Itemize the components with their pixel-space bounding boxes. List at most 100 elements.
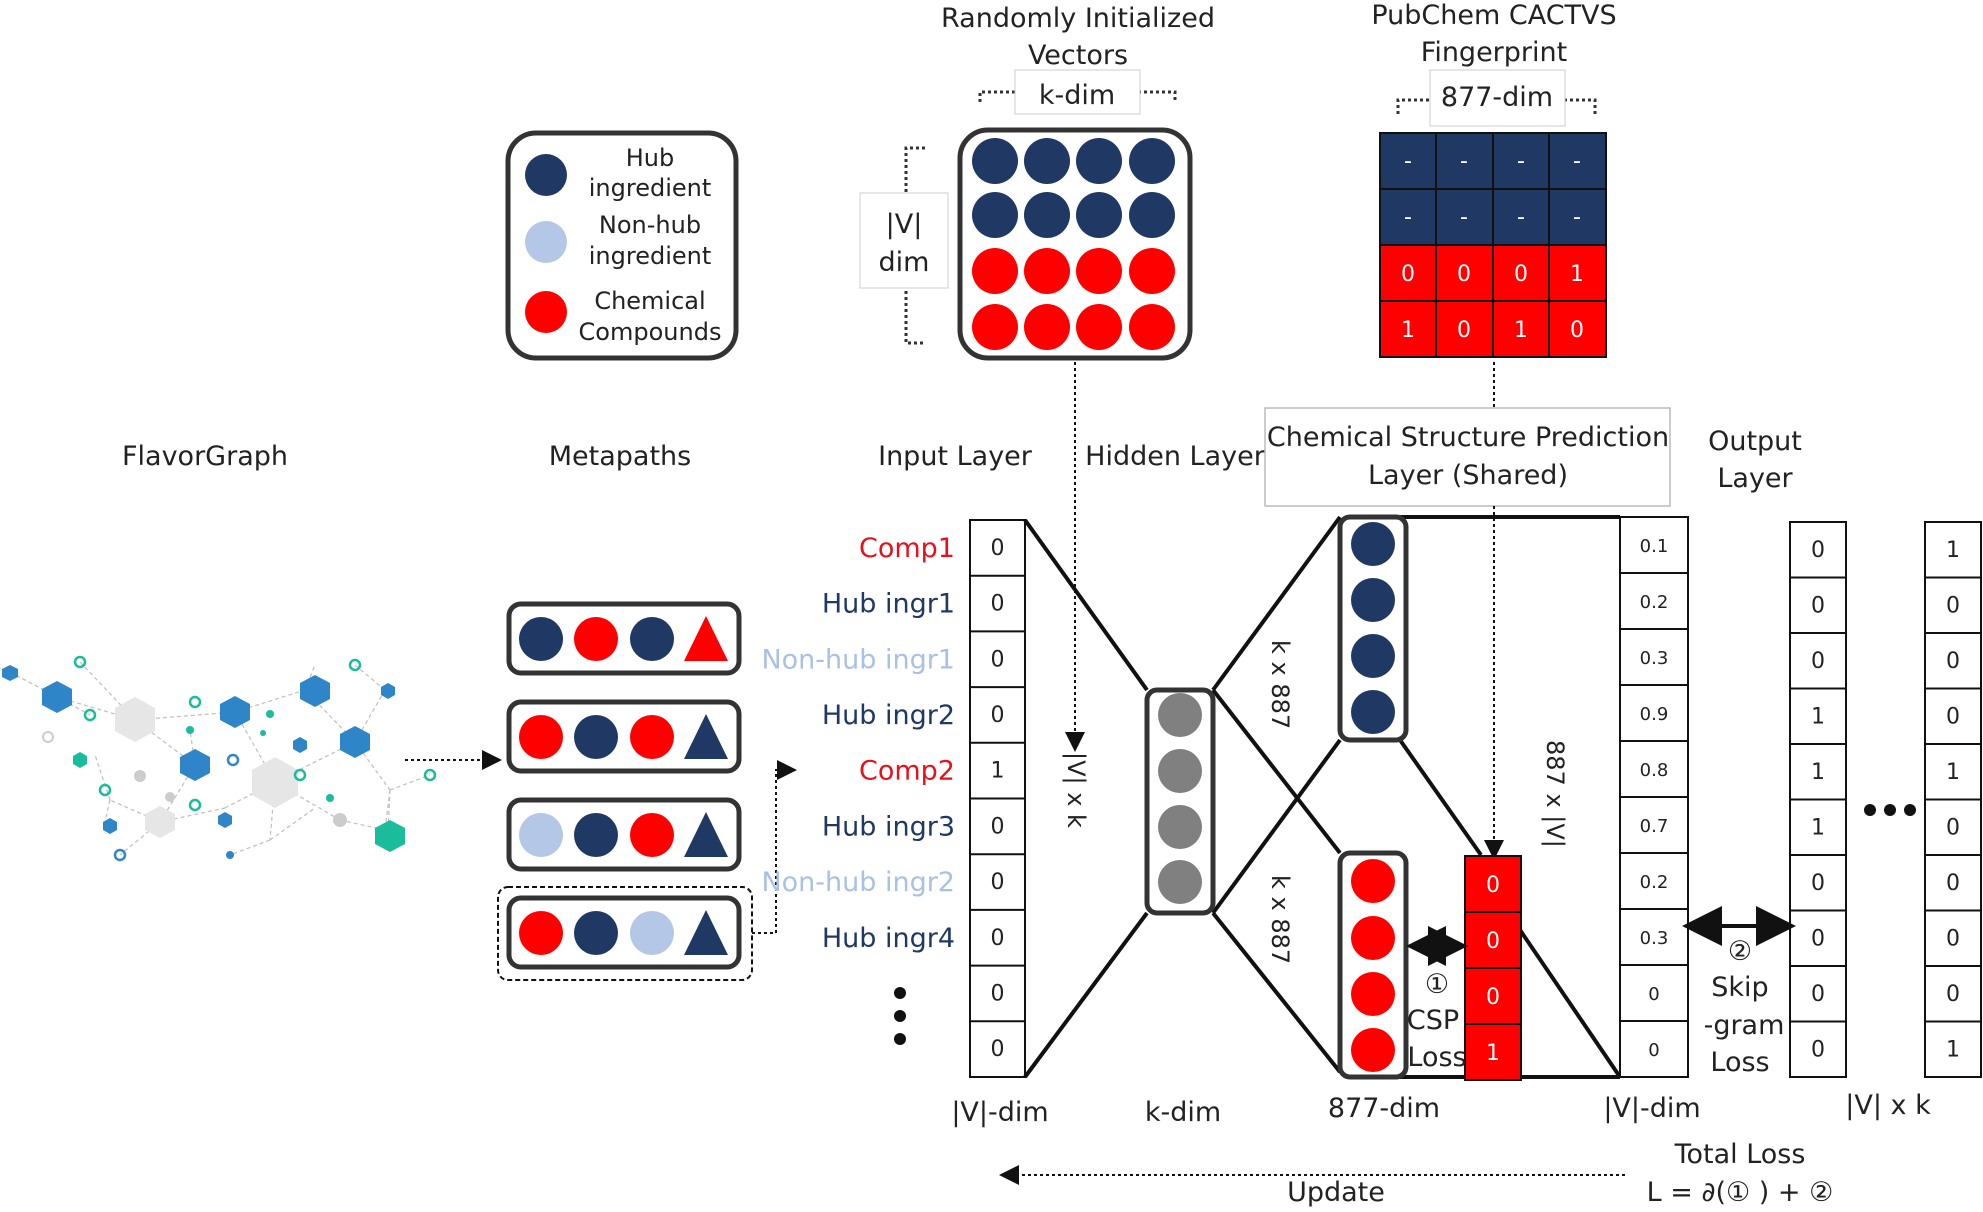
input-label: Hub ingr1 (822, 589, 955, 620)
target2-cell: 0 (1946, 982, 1960, 1007)
input-cell: 0 (991, 870, 1005, 895)
output-cell: 0.9 (1640, 704, 1669, 725)
csp-loss-l1: CSP (1407, 1005, 1459, 1036)
input-label: Hub ingr4 (822, 923, 955, 954)
target1-cell: 0 (1811, 538, 1825, 563)
target2-cell: 0 (1946, 649, 1960, 674)
fp-r2c3: - (1517, 205, 1525, 230)
csp-upper-nodes (1337, 514, 1409, 743)
fp-r4c4: 0 (1570, 318, 1584, 343)
v-dim-label-box (859, 192, 949, 289)
input-label: Hub ingr3 (822, 811, 955, 842)
v-dim-side-l2: dim (879, 247, 930, 278)
input-cell: 0 (991, 592, 1005, 617)
input-layer-title: Input Layer (878, 441, 1033, 472)
k-x-887-bottom-label: k x 887 (1266, 875, 1294, 964)
flavorgraph-title: FlavorGraph (122, 441, 288, 472)
output-cell: 0 (1648, 1040, 1659, 1061)
csp-layer-title-l2: Layer (Shared) (1368, 460, 1568, 491)
ellipsis-dot-3 (894, 1033, 906, 1045)
target1-cell: 0 (1811, 649, 1825, 674)
input-label: Non-hub ingr1 (761, 644, 955, 675)
input-cell: 0 (991, 981, 1005, 1006)
csp-layer-title-l1: Chemical Structure Prediction (1267, 422, 1669, 453)
output-layer-title-l1: Output (1708, 426, 1802, 457)
input-label: Hub ingr2 (822, 700, 955, 731)
metapath-to-input-arrow (752, 760, 797, 934)
v-x-k-weight-label: |V| x k (1062, 752, 1090, 828)
v-dim-side-l1: |V| (886, 209, 923, 240)
flavorgraph-nodes (2, 655, 437, 862)
fp-r3c2: 0 (1457, 262, 1471, 287)
legend-chem-l1: Chemical (594, 287, 705, 315)
skipgram-loss-num: ② (1728, 936, 1752, 967)
target2-cell: 1 (1946, 760, 1960, 785)
output-cell: 0.3 (1640, 648, 1669, 669)
fp-r4c3: 1 (1514, 318, 1528, 343)
metapaths-title: Metapaths (549, 441, 692, 472)
input-cell: 1 (991, 759, 1005, 784)
legend-nonhub-swatch (525, 221, 567, 263)
input-label: Comp2 (859, 756, 955, 787)
k-dim-label-box (1014, 69, 1141, 115)
random-vectors-matrix (957, 127, 1193, 361)
input-cell: 0 (991, 647, 1005, 672)
target2-cell: 0 (1946, 871, 1960, 896)
hidden-layer (1144, 687, 1216, 916)
input-label: Comp1 (859, 533, 955, 564)
fp-dim-bracket (1396, 98, 1597, 114)
random-vectors-title-l1: Randomly Initialized (941, 3, 1215, 34)
fp-r1c4: - (1573, 149, 1581, 174)
legend-nonhub-l1: Non-hub (599, 211, 701, 239)
csp-cell-4: 1 (1486, 1041, 1500, 1066)
bottom-k-dim: k-dim (1145, 1097, 1221, 1128)
target2-cell: 0 (1946, 593, 1960, 618)
fp-r2c1: - (1404, 205, 1412, 230)
fp-r2c2: - (1460, 205, 1468, 230)
fp-r4c2: 0 (1457, 318, 1471, 343)
csp-loss-num: ① (1425, 969, 1449, 1000)
fp-r1c3: - (1517, 149, 1525, 174)
target2-cell: 1 (1946, 1037, 1960, 1062)
bottom-877-dim: 877-dim (1328, 1093, 1440, 1124)
input-cell: 0 (991, 814, 1005, 839)
bottom-v-dim: |V|-dim (951, 1097, 1048, 1128)
skipgram-loss-l3: Loss (1710, 1047, 1769, 1078)
k-dim-bracket (978, 90, 1177, 102)
target1-cell: 0 (1811, 593, 1825, 618)
output-cell: 0.2 (1640, 592, 1669, 613)
target1-cell: 0 (1811, 1037, 1825, 1062)
output-cell: 0 (1648, 984, 1659, 1005)
skipgram-loss-l2: -gram (1704, 1010, 1785, 1041)
legend-nonhub-l2: ingredient (589, 242, 712, 270)
legend-box (505, 130, 739, 361)
bottom-v-dim-out: |V|-dim (1603, 1093, 1700, 1124)
input-cell: 0 (991, 703, 1005, 728)
csp-layer-box (1264, 407, 1671, 507)
ellipsis-h-2 (1884, 804, 1896, 816)
target1-cell: 1 (1811, 704, 1825, 729)
fp-dim-label-box (1429, 69, 1566, 127)
output-layer-title-l2: Layer (1717, 463, 1793, 494)
target1-cell: 1 (1811, 760, 1825, 785)
input-cell: 0 (991, 1037, 1005, 1062)
csp-cell-1: 0 (1486, 873, 1500, 898)
fp-r2c4: - (1573, 205, 1581, 230)
target2-cell: 0 (1946, 926, 1960, 951)
metapath-2 (506, 699, 742, 774)
bottom-v-x-k: |V| x k (1845, 1090, 1931, 1121)
legend-chem-l2: Compounds (579, 318, 722, 346)
total-loss-formula: L = ∂(① ) + ② (1647, 1177, 1834, 1208)
fp-r1c1: - (1404, 149, 1412, 174)
target1-cell: 1 (1811, 815, 1825, 840)
input-cell: 0 (991, 926, 1005, 951)
k-dim-top-label: k-dim (1039, 80, 1115, 111)
fp-r3c3: 0 (1514, 262, 1528, 287)
ellipsis-h-1 (1864, 804, 1876, 816)
target2-cell: 0 (1946, 815, 1960, 840)
pubchem-title-l1: PubChem CACTVS (1371, 0, 1616, 31)
